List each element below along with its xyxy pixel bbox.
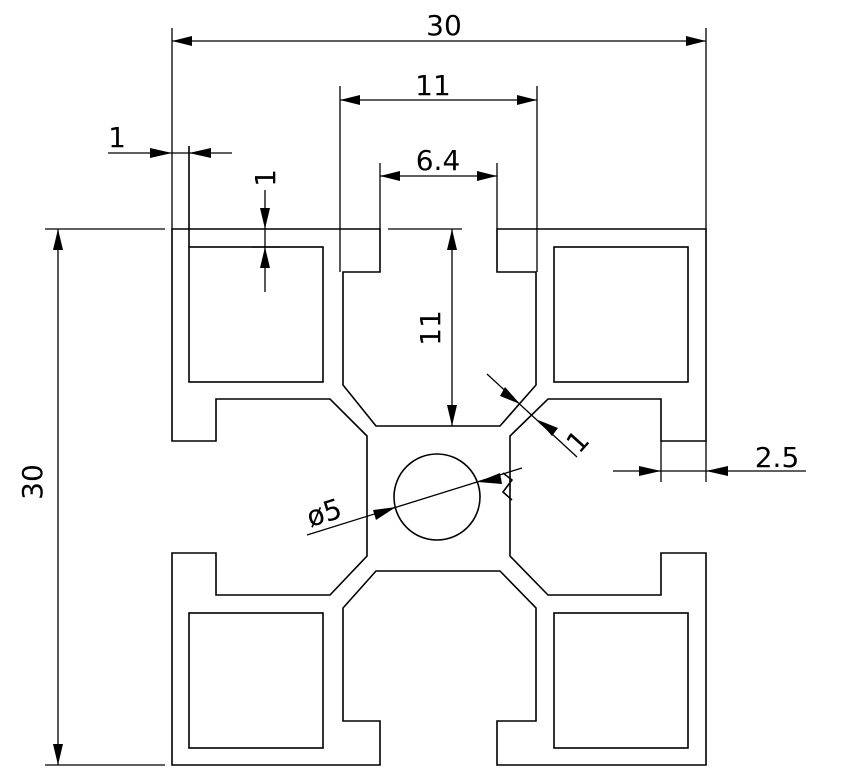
dimension-wall-horizontal: 1 xyxy=(108,121,232,158)
overall-width-label: 30 xyxy=(426,9,462,42)
chamber-top-right xyxy=(553,246,689,383)
slot-width-label: 6.4 xyxy=(416,144,461,177)
dimension-bore-diameter: ø5 xyxy=(303,467,523,536)
bore-diameter-label: ø5 xyxy=(303,492,346,534)
chamber-bottom-left xyxy=(188,612,324,749)
dimension-slot-depth: 11 xyxy=(388,228,462,426)
wall-horizontal-label: 1 xyxy=(108,121,126,154)
profile-outline xyxy=(171,228,707,766)
dimension-lip-width: 2.5 xyxy=(613,441,806,482)
dimension-web-thickness: 1 xyxy=(486,373,596,459)
dimension-overall-width: 30 xyxy=(171,9,707,229)
center-opening-label: 11 xyxy=(415,69,451,102)
web-thickness-label: 1 xyxy=(560,424,596,459)
dimension-center-opening: 11 xyxy=(339,69,538,272)
slot-depth-label: 11 xyxy=(414,310,447,346)
dimension-slot-width: 6.4 xyxy=(379,144,498,229)
dimension-wall-vertical: 1 xyxy=(249,169,282,292)
wall-vertical-label: 1 xyxy=(249,169,282,187)
lip-width-label: 2.5 xyxy=(755,441,800,474)
dimension-overall-height: 30 xyxy=(16,228,165,766)
chamber-bottom-right xyxy=(553,612,689,749)
overall-height-label: 30 xyxy=(16,464,49,500)
center-bore xyxy=(393,453,481,541)
chamber-top-left xyxy=(188,246,324,383)
core-notch xyxy=(501,472,514,501)
